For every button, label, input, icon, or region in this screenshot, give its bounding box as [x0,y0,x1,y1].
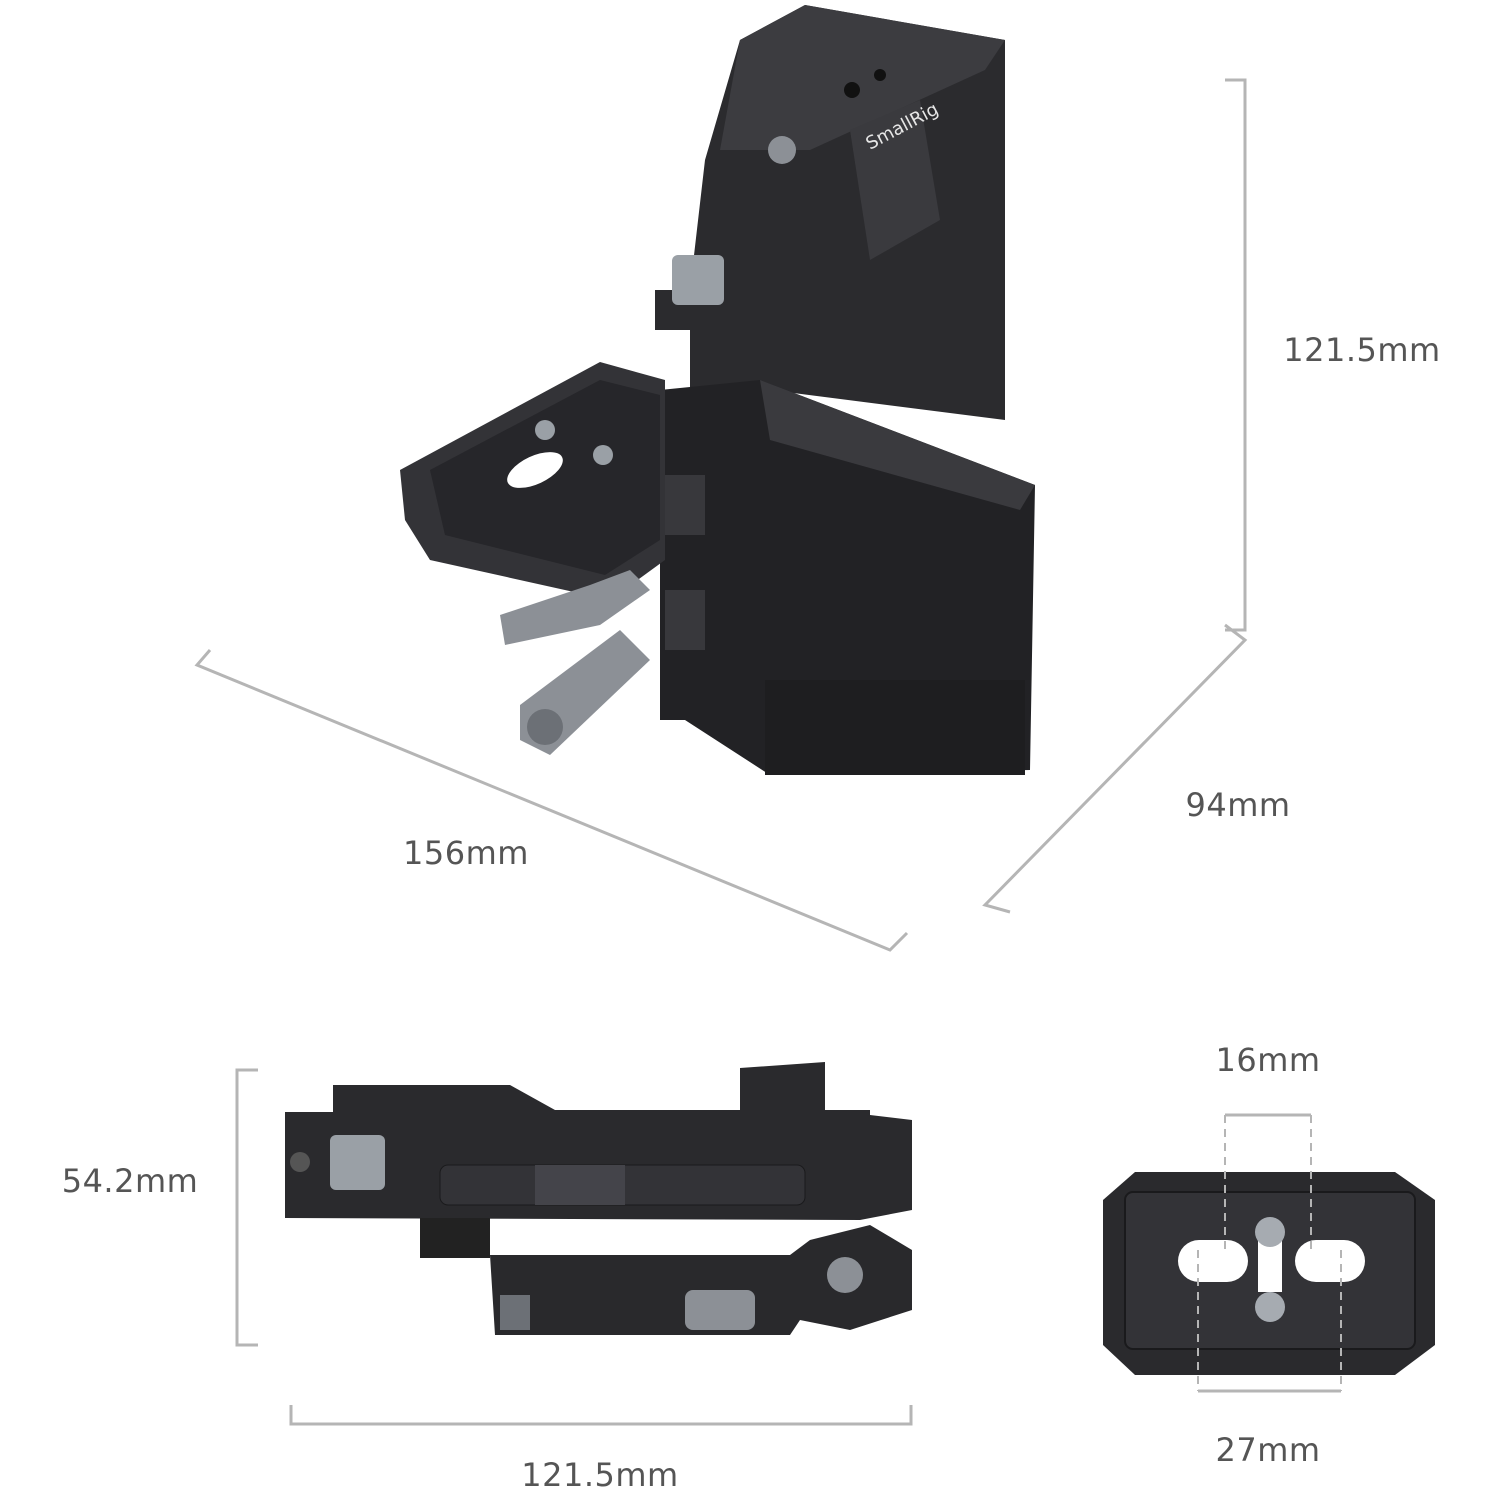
height-dimension-line [1225,78,1247,632]
width-label: 156mm [403,834,529,872]
battery-plate-product: SmallRig [400,5,1035,775]
side-height-dimension-line [235,1068,258,1347]
slot-inner-label: 16mm [1215,1041,1321,1079]
depth-label: 94mm [1185,786,1291,824]
slot-outer-label: 27mm [1215,1431,1321,1469]
depth-dimension-line [982,623,1248,914]
height-label: 121.5mm [1283,331,1441,369]
quick-release-plate [1103,1115,1435,1391]
side-length-label: 121.5mm [521,1456,679,1494]
side-view-product [285,1062,912,1335]
side-length-dimension-line [289,1405,913,1426]
side-height-label: 54.2mm [61,1162,199,1200]
width-dimension-line [194,649,909,952]
